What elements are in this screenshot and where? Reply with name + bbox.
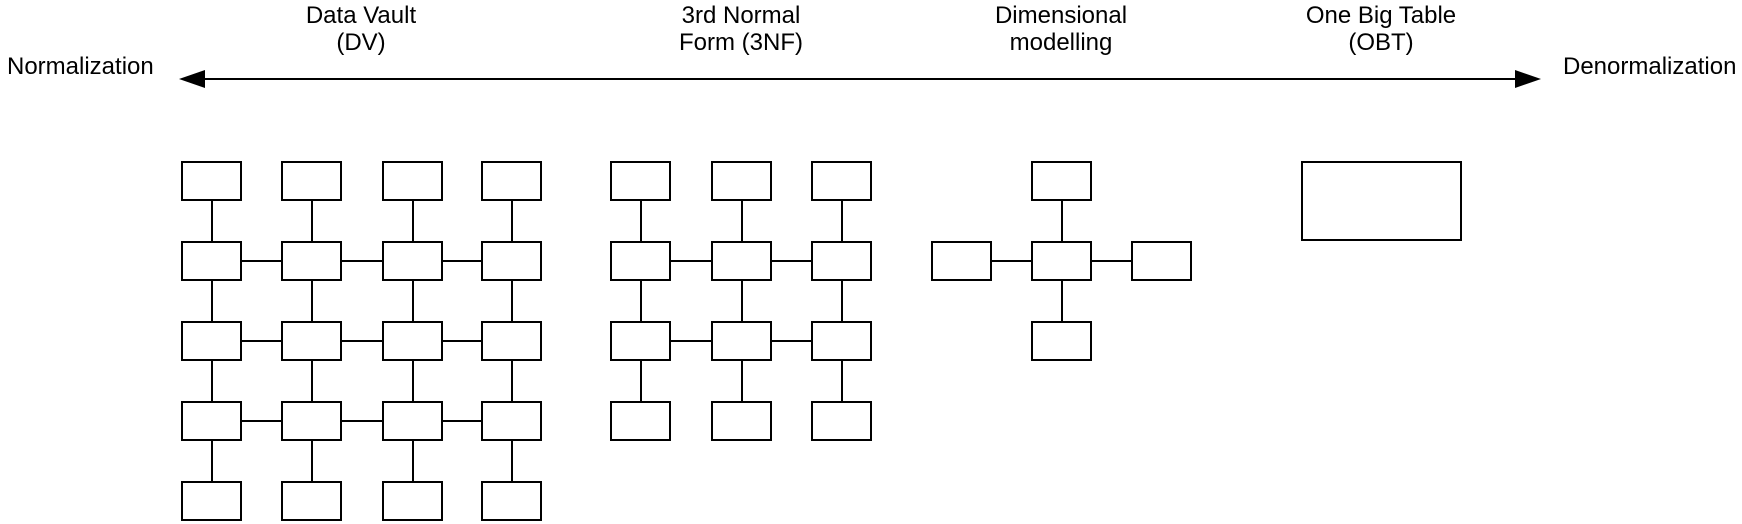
connector-line [210, 201, 213, 241]
table-box [610, 241, 671, 281]
table-box [610, 321, 671, 361]
table-box [811, 161, 872, 201]
connector-line [242, 260, 281, 262]
table-box [811, 241, 872, 281]
dimensional-modelling-label-line2: modelling [1009, 29, 1113, 56]
table-box [1031, 321, 1092, 361]
table-box [711, 401, 772, 441]
connector-line [840, 281, 843, 321]
one-big-table-label-line1: One Big Table [1305, 2, 1457, 29]
connector-line [210, 441, 213, 481]
connector-line [342, 340, 382, 342]
table-box [1131, 241, 1192, 281]
one-big-table-label: One Big Table (OBT) [1231, 2, 1531, 56]
connector-line [510, 441, 513, 481]
connector-line [772, 260, 811, 262]
connector-line [443, 260, 481, 262]
table-box [711, 161, 772, 201]
table-box [281, 401, 342, 441]
data-vault-label-line1: Data Vault [305, 2, 417, 29]
table-box [711, 241, 772, 281]
third-normal-form-label: 3rd Normal Form (3NF) [591, 2, 891, 56]
table-box [382, 241, 443, 281]
table-box [711, 321, 772, 361]
connector-line [411, 201, 414, 241]
connector-line [639, 361, 642, 401]
table-box [481, 401, 542, 441]
data-vault-label-line2: (DV) [336, 29, 386, 56]
table-box [1301, 161, 1462, 241]
connector-line [992, 260, 1031, 262]
table-box [382, 481, 443, 521]
connector-line [510, 281, 513, 321]
table-box [481, 161, 542, 201]
table-box [281, 241, 342, 281]
table-box [181, 161, 242, 201]
table-box [811, 321, 872, 361]
right-arrowhead-icon [1515, 70, 1541, 88]
table-box [181, 321, 242, 361]
dimensional-modelling-label-line1: Dimensional [994, 2, 1128, 29]
table-box [1031, 161, 1092, 201]
connector-line [740, 281, 743, 321]
connector-line [840, 361, 843, 401]
one-big-table-label-line2: (OBT) [1348, 29, 1414, 56]
table-box [382, 321, 443, 361]
table-box [281, 321, 342, 361]
connector-line [310, 361, 313, 401]
connector-line [639, 281, 642, 321]
connector-line [1060, 281, 1063, 321]
denormalization-label: Denormalization [1563, 53, 1737, 80]
table-box [181, 481, 242, 521]
connector-line [1060, 201, 1063, 241]
connector-line [310, 441, 313, 481]
table-box [382, 401, 443, 441]
connector-line [740, 201, 743, 241]
dimensional-modelling-label: Dimensional modelling [911, 2, 1211, 56]
table-box [181, 401, 242, 441]
connector-line [342, 260, 382, 262]
third-normal-form-label-line1: 3rd Normal [681, 2, 801, 29]
third-normal-form-label-line2: Form (3NF) [679, 29, 803, 56]
table-box [811, 401, 872, 441]
connector-line [639, 201, 642, 241]
connector-line [210, 281, 213, 321]
table-box [181, 241, 242, 281]
table-box [1031, 241, 1092, 281]
table-box [481, 481, 542, 521]
connector-line [510, 361, 513, 401]
connector-line [772, 340, 811, 342]
table-box [610, 161, 671, 201]
connector-line [671, 340, 711, 342]
connector-line [242, 340, 281, 342]
left-arrowhead-icon [179, 70, 205, 88]
connector-line [443, 340, 481, 342]
connector-line [310, 281, 313, 321]
connector-line [210, 361, 213, 401]
table-box [281, 161, 342, 201]
table-box [931, 241, 992, 281]
table-box [281, 481, 342, 521]
connector-line [443, 420, 481, 422]
connector-line [740, 361, 743, 401]
table-box [481, 241, 542, 281]
table-box [481, 321, 542, 361]
connector-line [411, 361, 414, 401]
connector-line [310, 201, 313, 241]
connector-line [342, 420, 382, 422]
connector-line [411, 441, 414, 481]
connector-line [840, 201, 843, 241]
data-vault-label: Data Vault (DV) [211, 2, 511, 56]
spectrum-arrow-line [200, 77, 1520, 81]
connector-line [510, 201, 513, 241]
connector-line [1092, 260, 1131, 262]
connector-line [242, 420, 281, 422]
table-box [382, 161, 443, 201]
table-box [610, 401, 671, 441]
normalization-label: Normalization [7, 53, 154, 80]
connector-line [411, 281, 414, 321]
connector-line [671, 260, 711, 262]
